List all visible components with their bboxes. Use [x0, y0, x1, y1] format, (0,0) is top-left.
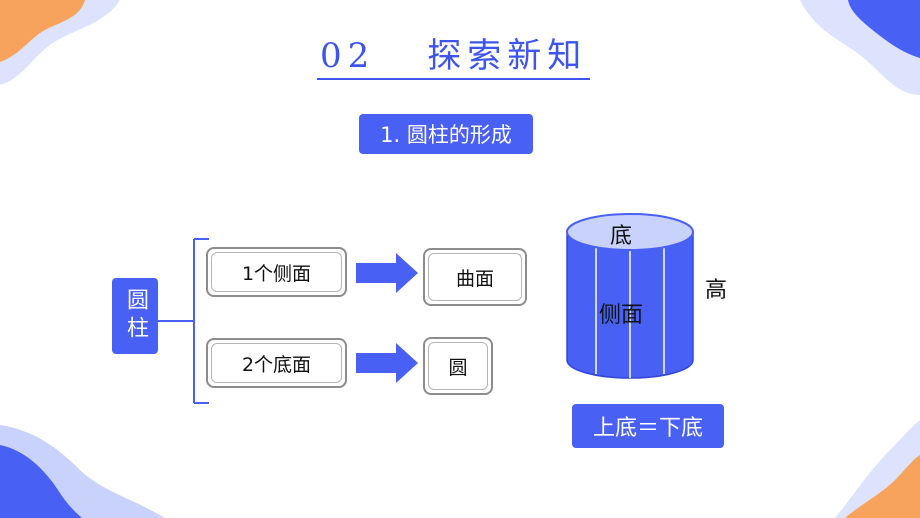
side-surface-card: 1个侧面	[206, 247, 347, 297]
equal-bases-badge: 上底＝下底	[572, 404, 724, 448]
top-left-orange-shape	[0, 0, 85, 62]
cylinder-top	[566, 213, 694, 251]
cylinder-side-label: 侧面	[599, 303, 644, 328]
bracket	[158, 238, 209, 404]
section-title: 探索新知	[427, 36, 588, 76]
bottom-right-orange-shape	[845, 455, 920, 518]
top-right-blue-shape	[848, 0, 920, 58]
cylinder-height-label: 高	[705, 278, 728, 303]
circle-card: 圆	[423, 337, 493, 395]
curved-surface-card: 曲面	[423, 248, 527, 306]
bottom-left-blue-shape	[0, 445, 82, 518]
base-card: 2个底面	[206, 338, 347, 388]
page-title: 02 探索新知	[320, 28, 600, 76]
section-badge: 1. 圆柱的形成	[359, 114, 533, 154]
cylinder-top-label: 底	[610, 224, 633, 249]
title-underline	[317, 78, 590, 80]
cylinder-side-lines	[595, 247, 665, 378]
arrow-right-1	[356, 253, 418, 293]
arrow-right-2	[356, 343, 418, 383]
section-number: 02	[320, 36, 376, 76]
concept-box: 圆柱	[112, 278, 158, 354]
